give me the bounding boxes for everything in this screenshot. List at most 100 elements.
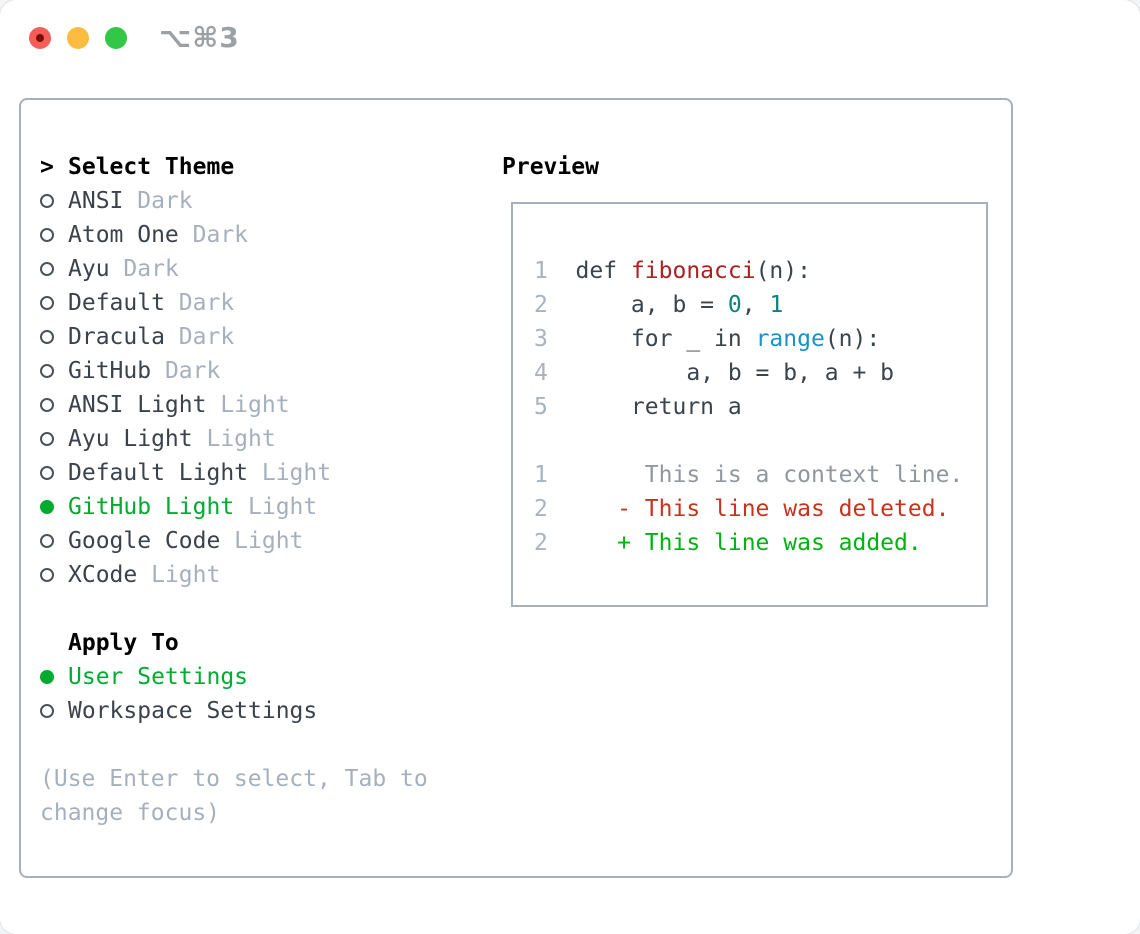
radio-marker — [40, 534, 68, 548]
radio-marker — [40, 432, 68, 446]
radio-icon — [40, 466, 54, 480]
theme-variant: Dark — [178, 290, 235, 316]
theme-name: Dracula — [68, 324, 165, 350]
line-number: 5 — [534, 394, 576, 420]
radio-icon — [40, 398, 54, 412]
code-segment: (n): — [755, 258, 811, 284]
theme-option-7[interactable]: Ayu Light Light — [40, 422, 480, 456]
preview-line-4: 5 return a — [534, 390, 986, 424]
prompt-marker: > — [40, 150, 68, 184]
radio-icon — [40, 194, 54, 208]
radio-icon — [40, 262, 54, 276]
theme-name: GitHub Light — [68, 494, 235, 520]
select-theme-header: > Select Theme — [40, 150, 480, 184]
radio-icon — [40, 228, 54, 242]
theme-option-9[interactable]: GitHub Light Light — [40, 490, 480, 524]
theme-variant: Dark — [137, 188, 193, 214]
preview-line-1: 2 a, b = 0, 1 — [534, 288, 986, 322]
code-segment: a, b = — [575, 292, 728, 318]
theme-option-3[interactable]: Default Dark — [40, 286, 480, 320]
radio-marker — [40, 228, 68, 242]
apply-option-label: User Settings — [68, 664, 249, 690]
window-title-shortcut: ⌥⌘3 — [159, 21, 240, 54]
radio-marker — [40, 466, 68, 480]
theme-name: Default — [68, 290, 165, 316]
code-segment: (n): — [824, 326, 881, 352]
theme-name: Atom One — [68, 222, 179, 248]
code-segment: fibonacci — [630, 258, 756, 284]
code-segment: 1 — [769, 292, 784, 318]
apply-to-title: Apply To — [68, 630, 179, 656]
code-segment: range — [755, 326, 825, 352]
line-number: 4 — [534, 360, 576, 386]
code-segment: def — [575, 258, 631, 284]
radio-marker — [40, 364, 68, 378]
theme-name: XCode — [68, 562, 138, 588]
radio-icon — [40, 670, 54, 684]
theme-variant: Dark — [123, 256, 179, 282]
radio-marker — [40, 670, 68, 684]
radio-icon — [40, 568, 54, 582]
line-number: 3 — [534, 326, 576, 352]
theme-variant: Light — [248, 494, 318, 520]
apply-option-label: Workspace Settings — [68, 698, 318, 724]
preview-title: Preview — [502, 154, 599, 180]
code-segment: 0 — [727, 292, 742, 318]
code-segment: This is a context line. — [575, 462, 964, 488]
theme-option-6[interactable]: ANSI Light Light — [40, 388, 480, 422]
radio-marker — [40, 500, 68, 514]
titlebar: ⌥⌘3 — [29, 21, 240, 54]
theme-variant: Light — [261, 460, 332, 486]
code-segment: , — [741, 292, 770, 318]
radio-icon — [40, 364, 54, 378]
radio-marker — [40, 262, 68, 276]
theme-option-5[interactable]: GitHub Dark — [40, 354, 480, 388]
code-segment: + This line was added. — [575, 530, 922, 556]
radio-icon — [40, 432, 54, 446]
radio-icon — [40, 704, 54, 718]
theme-name: GitHub — [68, 358, 152, 384]
theme-variant: Dark — [164, 358, 221, 384]
theme-option-1[interactable]: Atom One Dark — [40, 218, 480, 252]
radio-icon — [40, 330, 54, 344]
theme-variant: Light — [220, 392, 290, 418]
line-number: 1 — [534, 258, 576, 284]
close-button[interactable] — [29, 27, 51, 49]
radio-icon — [40, 500, 54, 514]
theme-name: ANSI Light — [68, 392, 207, 418]
zoom-button[interactable] — [105, 27, 127, 49]
preview-line-8: 2 + This line was added. — [534, 526, 986, 560]
theme-variant: Light — [206, 426, 276, 452]
preview-line-7: 2 - This line was deleted. — [534, 492, 986, 526]
code-segment: for _ in — [575, 326, 756, 352]
radio-marker — [40, 398, 68, 412]
line-number — [534, 428, 576, 454]
apply-option-1[interactable]: Workspace Settings — [40, 694, 480, 728]
apply-option-0[interactable]: User Settings — [40, 660, 480, 694]
line-number: 2 — [534, 496, 576, 522]
preview-line-3: 4 a, b = b, a + b — [534, 356, 986, 390]
code-segment: a, b = b, a + b — [575, 360, 895, 386]
code-segment: return a — [575, 394, 742, 420]
preview-line-2: 3 for _ in range(n): — [534, 322, 986, 356]
theme-name: Ayu Light — [68, 426, 193, 452]
select-theme-title: Select Theme — [68, 154, 235, 180]
theme-variant: Dark — [192, 222, 249, 248]
minimize-button[interactable] — [67, 27, 89, 49]
preview-line-0: 1 def fibonacci(n): — [534, 254, 986, 288]
theme-name: Google Code — [68, 528, 221, 554]
code-segment: - This line was deleted. — [575, 496, 950, 522]
